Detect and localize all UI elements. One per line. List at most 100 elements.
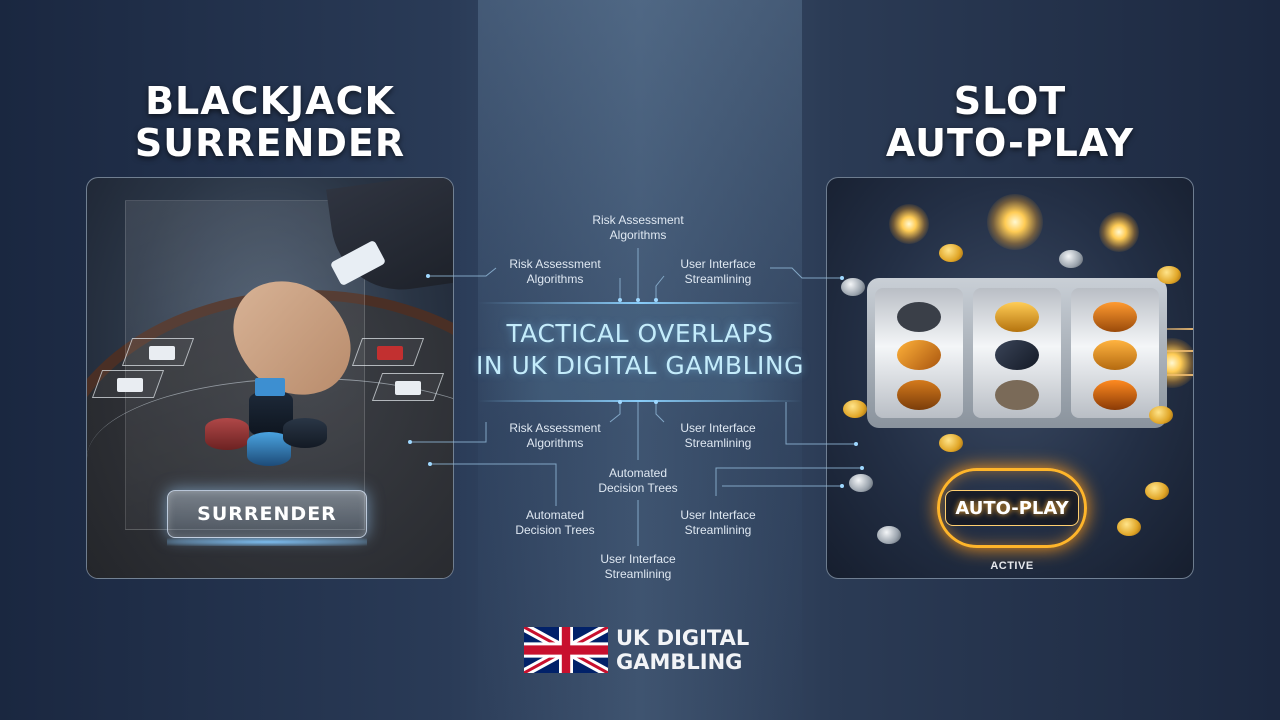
brand-wordmark: UK DIGITAL GAMBLING xyxy=(616,626,749,674)
connector-line xyxy=(609,402,621,423)
connector-line xyxy=(785,402,856,445)
connector-line xyxy=(770,267,842,279)
node-line1: Automated xyxy=(525,508,585,522)
auto-play-ring xyxy=(937,468,1087,548)
connector-line xyxy=(655,402,665,423)
center-title-bottom-line xyxy=(478,400,802,402)
spark-icon xyxy=(987,194,1043,250)
node-risk-assessment-top: Risk Assessment Algorithms xyxy=(568,213,708,243)
connector-line xyxy=(410,422,487,443)
playing-card-icon xyxy=(395,381,421,395)
connector-dot xyxy=(636,298,640,302)
connector-line xyxy=(430,463,557,506)
coin-icon xyxy=(841,278,865,296)
node-ui-streamlining-bottom: User Interface Streamlining xyxy=(568,552,708,582)
coin-symbol-icon xyxy=(995,302,1039,332)
connector-dot xyxy=(860,466,864,470)
title-right-line1: SLOT xyxy=(953,79,1067,123)
node-line1: User Interface xyxy=(680,257,756,271)
center-title: TACTICAL OVERLAPS IN UK DIGITAL GAMBLING xyxy=(440,318,840,382)
connector-dot xyxy=(840,276,844,280)
node-line1: Risk Assessment xyxy=(509,257,601,271)
coin-symbol-icon xyxy=(1093,380,1137,410)
node-line1: Automated xyxy=(608,466,668,480)
connector-dot xyxy=(426,274,430,278)
node-line1: User Interface xyxy=(680,421,756,435)
coin-icon xyxy=(877,526,901,544)
connector-dot xyxy=(654,400,658,404)
surrender-button[interactable]: SURRENDER xyxy=(167,490,367,538)
center-title-line2: IN UK DIGITAL GAMBLING xyxy=(476,351,804,380)
node-line2: Streamlining xyxy=(684,272,752,286)
spade-symbol-icon xyxy=(897,302,941,332)
slot-reel xyxy=(1071,288,1159,418)
coin-symbol-icon xyxy=(1093,302,1137,332)
slot-panel: AUTO-PLAY ACTIVE xyxy=(826,177,1194,579)
slot-reel xyxy=(973,288,1061,418)
node-decision-trees-center: Automated Decision Trees xyxy=(568,466,708,496)
connector-line xyxy=(428,267,497,277)
blackjack-panel: SURRENDER xyxy=(86,177,454,579)
node-line2: Algorithms xyxy=(526,436,584,450)
node-line1: User Interface xyxy=(680,508,756,522)
node-ui-streamlining-right: User Interface Streamlining xyxy=(648,508,788,538)
node-line2: Streamlining xyxy=(684,523,752,537)
connector-dot xyxy=(618,400,622,404)
coin-icon xyxy=(1157,266,1181,284)
surrender-button-glow xyxy=(167,538,367,546)
connector-line xyxy=(715,467,862,496)
coin-icon xyxy=(1145,482,1169,500)
slot-auto-play-title: SLOT AUTO-PLAY xyxy=(840,80,1180,164)
node-risk-assessment-upper-left: Risk Assessment Algorithms xyxy=(485,257,625,287)
spark-icon xyxy=(1099,212,1139,252)
node-risk-assessment-lower-left: Risk Assessment Algorithms xyxy=(485,421,625,451)
coin-symbol-icon xyxy=(897,380,941,410)
title-left-line1: BLACKJACK xyxy=(145,79,395,123)
center-title-band xyxy=(478,304,802,402)
playing-card-icon xyxy=(117,378,143,392)
connector-dot xyxy=(618,298,622,302)
coin-icon xyxy=(849,474,873,492)
coin-symbol-icon xyxy=(1093,340,1137,370)
node-line2: Algorithms xyxy=(526,272,584,286)
blackjack-surrender-title: BLACKJACK SURRENDER xyxy=(100,80,440,164)
triangle-symbol-icon xyxy=(995,380,1039,410)
chip-stack-dark-icon xyxy=(283,418,327,448)
connector-dot xyxy=(840,484,844,488)
node-line1: User Interface xyxy=(600,552,676,566)
union-jack-flag-icon xyxy=(524,627,608,673)
coin-icon xyxy=(939,244,963,262)
center-title-line1: TACTICAL OVERLAPS xyxy=(506,319,774,348)
node-line2: Decision Trees xyxy=(598,481,678,495)
connector-dot xyxy=(654,298,658,302)
node-line2: Streamlining xyxy=(684,436,752,450)
playing-card-icon xyxy=(149,346,175,360)
node-line2: Streamlining xyxy=(604,567,672,581)
connector-dot xyxy=(408,440,412,444)
node-line1: Risk Assessment xyxy=(509,421,601,435)
auto-play-button[interactable]: AUTO-PLAY xyxy=(945,490,1079,526)
coin-icon xyxy=(1059,250,1083,268)
connector-dot xyxy=(428,462,432,466)
feather-symbol-icon xyxy=(995,340,1039,370)
spark-icon xyxy=(889,204,929,244)
node-ui-streamlining-upper-right: User Interface Streamlining xyxy=(648,257,788,287)
brand-line2: GAMBLING xyxy=(616,650,743,674)
brand-line1: UK DIGITAL xyxy=(616,626,750,650)
seven-symbol-icon xyxy=(897,340,941,370)
slot-reel xyxy=(875,288,963,418)
chip-stack-red-icon xyxy=(205,418,249,450)
node-ui-streamlining-lower-right: User Interface Streamlining xyxy=(648,421,788,451)
title-right-line2: AUTO-PLAY xyxy=(885,121,1135,165)
node-line1: Risk Assessment xyxy=(592,213,684,227)
playing-card-icon xyxy=(377,346,403,360)
node-line2: Decision Trees xyxy=(515,523,595,537)
auto-play-status: ACTIVE xyxy=(990,560,1034,572)
node-line2: Algorithms xyxy=(609,228,667,242)
center-title-top-line xyxy=(478,302,802,304)
blue-card-icon xyxy=(255,378,285,396)
connector-line xyxy=(655,275,665,300)
title-left-line2: SURRENDER xyxy=(134,121,406,165)
coin-icon xyxy=(1149,406,1173,424)
